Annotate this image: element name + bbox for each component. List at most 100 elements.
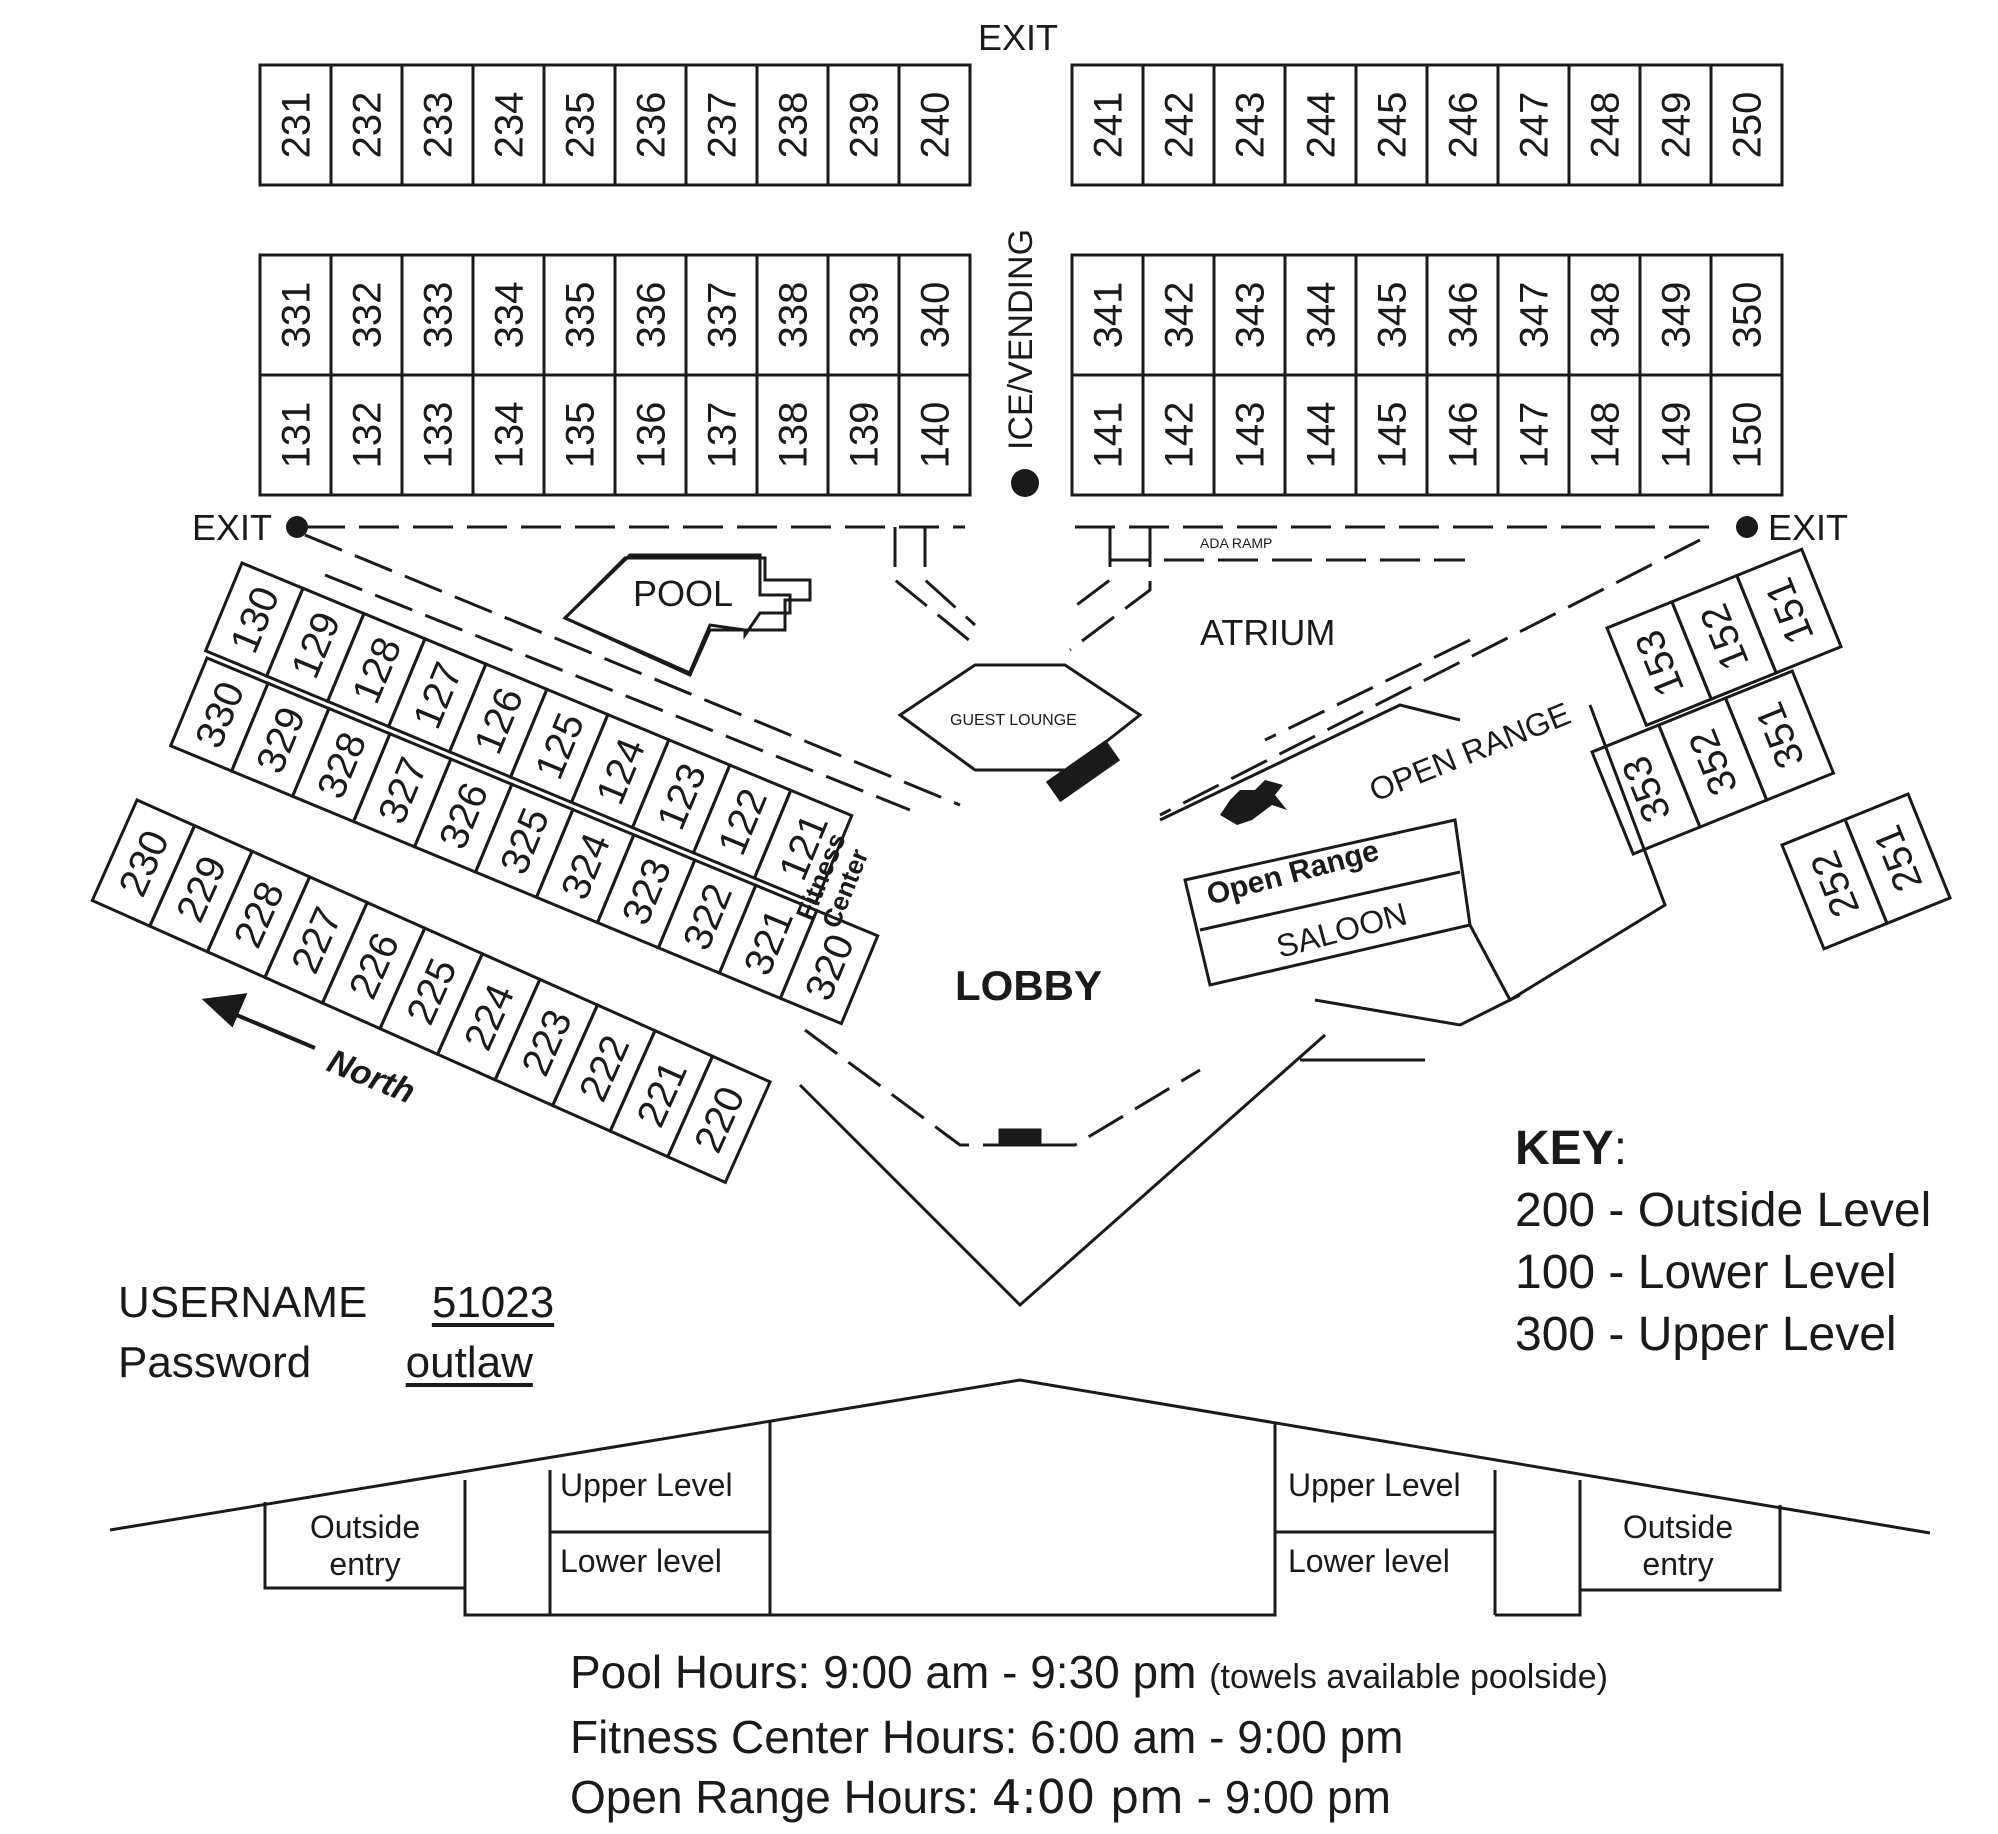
room-number: 346 <box>1442 282 1486 349</box>
room-140: 140 <box>897 373 972 497</box>
room-number: 152 <box>1692 598 1758 676</box>
upper-level-left: Upper Level <box>560 1467 733 1503</box>
room-number: 348 <box>1584 282 1628 349</box>
room-number: 144 <box>1300 402 1344 469</box>
password-value: outlaw <box>405 1338 533 1387</box>
outside-entry-left-line2: entry <box>329 1546 400 1582</box>
room-number: 236 <box>630 92 674 159</box>
room-235: 235 <box>542 63 617 187</box>
room-336: 336 <box>613 253 688 377</box>
room-346: 346 <box>1425 253 1500 377</box>
room-245: 245 <box>1354 63 1429 187</box>
room-334: 334 <box>471 253 546 377</box>
room-133: 133 <box>400 373 475 497</box>
lower-level-left: Lower level <box>560 1543 722 1579</box>
room-number: 134 <box>488 402 532 469</box>
key-item-outside: 200 - Outside Level <box>1515 1184 1932 1237</box>
open-range-hours-prefix: Open Range Hours: <box>570 1771 980 1823</box>
room-number: 142 <box>1158 402 1202 469</box>
room-234: 234 <box>471 63 546 187</box>
room-number: 341 <box>1087 282 1131 349</box>
room-349: 349 <box>1638 253 1713 377</box>
fitness-hours: Fitness Center Hours: 6:00 am - 9:00 pm <box>570 1711 1404 1763</box>
exit-left-label: EXIT <box>192 507 272 548</box>
room-number: 342 <box>1158 282 1202 349</box>
room-236: 236 <box>613 63 688 187</box>
room-number: 232 <box>346 92 390 159</box>
room-number: 234 <box>488 92 532 159</box>
room-335: 335 <box>542 253 617 377</box>
room-number: 246 <box>1442 92 1486 159</box>
key-title: KEY <box>1515 1122 1614 1175</box>
room-number: 143 <box>1229 402 1273 469</box>
exit-right-dot <box>1736 516 1758 538</box>
ada-ramp-label: ADA RAMP <box>1200 535 1272 551</box>
exit-top-label: EXIT <box>978 17 1058 58</box>
room-number: 249 <box>1655 92 1699 159</box>
password-row: Password outlaw <box>118 1338 533 1388</box>
room-number: 350 <box>1726 282 1770 349</box>
open-range-hours-row: Open Range Hours: 4:00 pm - 9:00 pm <box>570 1767 1608 1827</box>
guest-lounge-label: GUEST LOUNGE <box>950 712 1077 729</box>
room-338: 338 <box>755 253 830 377</box>
lower-level-right: Lower level <box>1288 1543 1450 1579</box>
room-number: 343 <box>1229 282 1273 349</box>
open-range-logo-text: Open Range <box>1203 834 1382 912</box>
room-number: 240 <box>914 92 958 159</box>
room-136: 136 <box>613 373 688 497</box>
room-341: 341 <box>1070 253 1145 377</box>
pool-outline <box>562 556 812 677</box>
hours-block: Pool Hours: 9:00 am - 9:30 pm (towels av… <box>570 1642 1608 1827</box>
room-number: 243 <box>1229 92 1273 159</box>
north-label: North <box>322 1042 420 1111</box>
room-number: 349 <box>1655 282 1699 349</box>
room-number: 151 <box>1757 572 1823 650</box>
room-number: 333 <box>417 282 461 349</box>
room-143: 143 <box>1212 373 1287 497</box>
exit-right-label: EXIT <box>1768 507 1848 548</box>
room-344: 344 <box>1283 253 1358 377</box>
corridor-lines <box>304 525 1715 1147</box>
room-239: 239 <box>826 63 901 187</box>
room-238: 238 <box>755 63 830 187</box>
pool-label: POOL <box>633 573 733 614</box>
upper-level-right: Upper Level <box>1288 1467 1461 1503</box>
room-148: 148 <box>1567 373 1642 497</box>
room-228: 228 <box>205 849 312 980</box>
room-247: 247 <box>1496 63 1571 187</box>
username-row: USERNAME 51023 <box>118 1278 554 1328</box>
room-340: 340 <box>897 253 972 377</box>
room-number: 150 <box>1726 402 1770 469</box>
map-key: KEY: 200 - Outside Level 100 - Lower Lev… <box>1515 1118 1931 1366</box>
room-350: 350 <box>1709 253 1784 377</box>
room-number: 347 <box>1513 282 1557 349</box>
room-number: 148 <box>1584 402 1628 469</box>
exit-left-dot <box>286 516 308 538</box>
room-147: 147 <box>1496 373 1571 497</box>
room-number: 250 <box>1726 92 1770 159</box>
room-number: 133 <box>417 402 461 469</box>
open-range-area-label: OPEN RANGE <box>1364 695 1575 808</box>
room-number: 336 <box>630 282 674 349</box>
room-number: 131 <box>275 402 319 469</box>
room-233: 233 <box>400 63 475 187</box>
password-label: Password <box>118 1338 312 1387</box>
room-number: 335 <box>559 282 603 349</box>
room-number: 245 <box>1371 92 1415 159</box>
open-range-hours-start: 4:00 pm <box>991 1770 1184 1824</box>
room-250: 250 <box>1709 63 1784 187</box>
pool-hours: Pool Hours: 9:00 am - 9:30 pm <box>570 1646 1197 1698</box>
room-141: 141 <box>1070 373 1145 497</box>
room-number: 239 <box>843 92 887 159</box>
outside-entry-right-line2: entry <box>1642 1546 1713 1582</box>
elevation-profile <box>109 1378 1931 1617</box>
room-number: 344 <box>1300 282 1344 349</box>
room-144: 144 <box>1283 373 1358 497</box>
pool-hours-row: Pool Hours: 9:00 am - 9:30 pm (towels av… <box>570 1642 1608 1707</box>
room-139: 139 <box>826 373 901 497</box>
room-342: 342 <box>1141 253 1216 377</box>
room-348: 348 <box>1567 253 1642 377</box>
room-number: 149 <box>1655 402 1699 469</box>
room-number: 132 <box>346 402 390 469</box>
